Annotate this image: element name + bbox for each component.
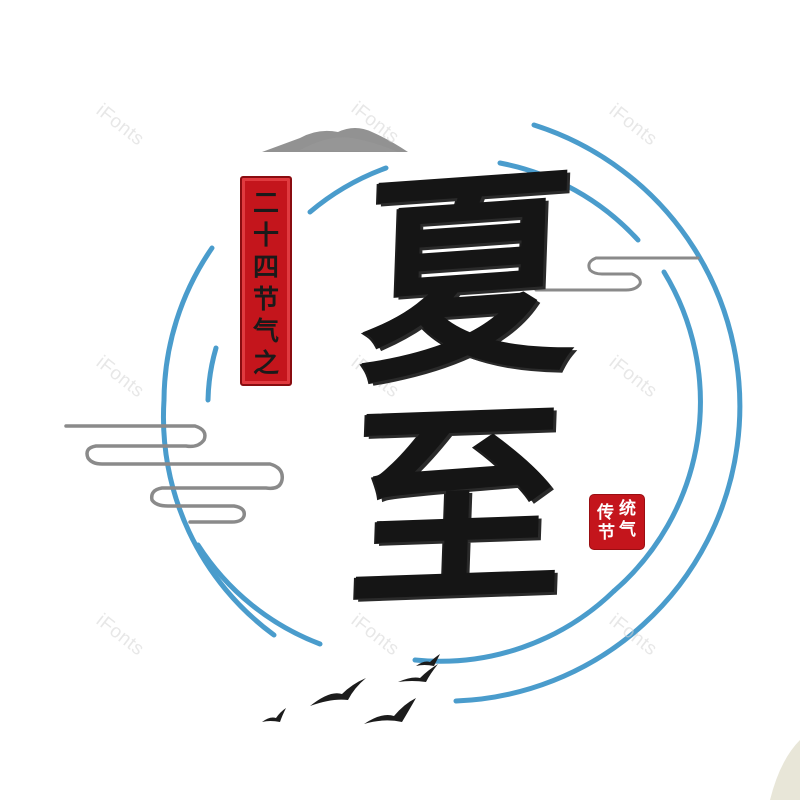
seal-char: 传 — [597, 503, 614, 523]
title-char-xia: 夏 — [357, 140, 582, 415]
banner-char: 节 — [252, 285, 279, 315]
banner-char: 之 — [252, 349, 279, 379]
solar-term-banner: 二 十 四 节 气 之 — [240, 176, 292, 386]
banner-char: 十 — [252, 221, 279, 251]
seal-char: 气 — [619, 520, 636, 540]
seal-char: 节 — [598, 523, 615, 543]
bird-icons — [262, 654, 440, 724]
mountain-icon — [262, 128, 408, 152]
banner-char: 四 — [252, 253, 279, 283]
banner-char: 气 — [252, 317, 279, 347]
title-char-zhi: 至 — [345, 377, 570, 638]
banner-char: 二 — [252, 189, 279, 219]
cloud-icon — [64, 424, 284, 524]
cloud-icon — [534, 256, 700, 292]
corner-decoration — [770, 740, 800, 800]
red-seal-stamp: 传 统 节 气 — [590, 495, 644, 549]
seal-char: 统 — [619, 499, 636, 519]
ring-arcs — [160, 122, 743, 704]
